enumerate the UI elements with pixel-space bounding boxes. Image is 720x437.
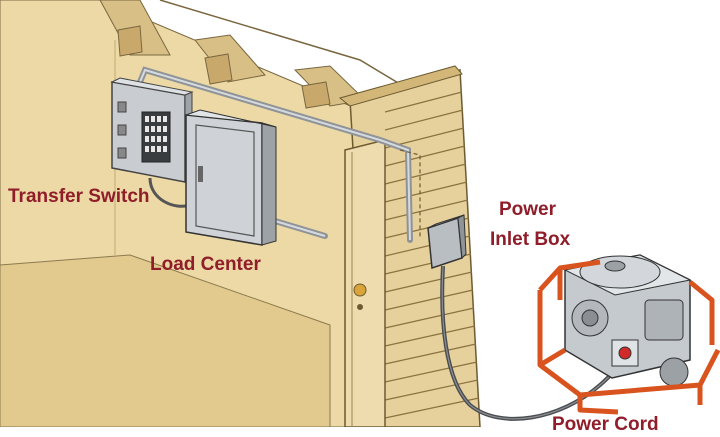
label-power-inlet-line1: Power xyxy=(499,199,557,220)
wall-top-edge xyxy=(338,65,463,107)
label-power-inlet-line2: Inlet Box xyxy=(490,229,571,250)
transfer-switch-panel xyxy=(110,77,194,183)
label-transfer-switch: Transfer Switch xyxy=(8,186,150,207)
label-load-center: Load Center xyxy=(150,254,261,275)
interior-floor xyxy=(0,254,331,427)
door-knob-icon xyxy=(353,283,367,310)
siding-lines xyxy=(384,91,480,419)
power-inlet-box xyxy=(427,214,467,270)
label-power-cord-partial: Power Cord xyxy=(552,414,659,435)
load-center-panel xyxy=(185,109,277,246)
generator-icon xyxy=(537,254,720,415)
door-frame xyxy=(344,139,386,427)
wiring-diagram-scene xyxy=(0,0,720,427)
